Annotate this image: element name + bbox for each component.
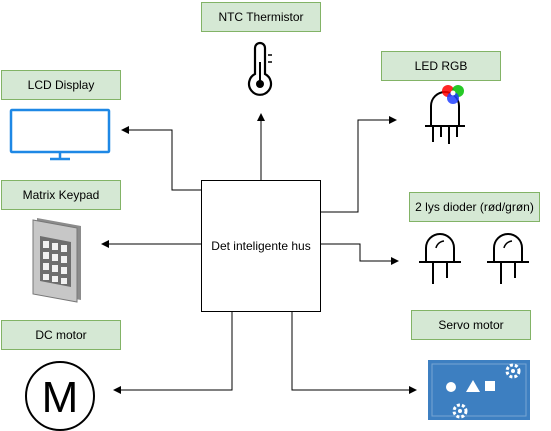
motor-symbol: M — [42, 373, 79, 422]
thermometer-icon — [247, 41, 273, 96]
connector-servo — [291, 312, 417, 394]
monitor-icon — [9, 108, 111, 161]
center-node: Det inteligente hus — [201, 180, 321, 312]
label-servo-motor: Servo motor — [411, 310, 531, 340]
servo-icon — [428, 360, 530, 420]
led-icon — [419, 233, 461, 284]
label-led-diodes: 2 lys dioder (rød/grøn) — [409, 192, 540, 222]
motor-icon: M — [25, 361, 95, 431]
label-lcd-display: LCD Display — [1, 70, 121, 100]
led-icon — [487, 233, 529, 284]
label-dc-motor: DC motor — [1, 320, 121, 350]
keypad-icon — [32, 218, 81, 303]
label-matrix-keypad: Matrix Keypad — [1, 180, 121, 210]
connectors — [101, 113, 417, 394]
connector-led-rgb — [320, 116, 397, 213]
label-led-rgb: LED RGB — [381, 51, 501, 81]
rgb-led-icon — [425, 85, 465, 144]
connector-dc-motor — [113, 312, 233, 394]
connector-lcd — [121, 126, 202, 191]
connector-leds — [320, 243, 399, 265]
label-ntc-thermistor: NTC Thermistor — [201, 2, 321, 32]
